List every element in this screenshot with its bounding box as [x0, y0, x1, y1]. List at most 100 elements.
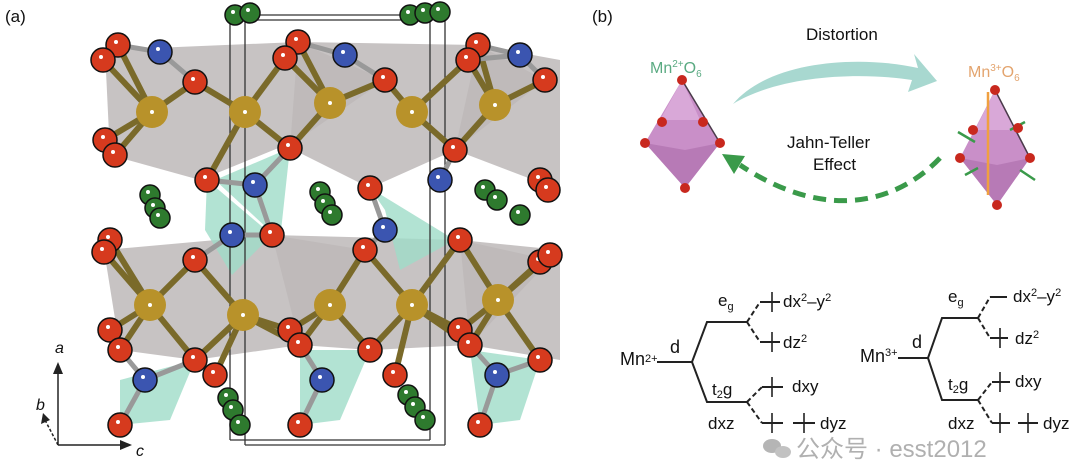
panel-b-label: (b) — [592, 7, 613, 26]
o-atom — [442, 137, 468, 163]
mn3-octahedron — [955, 85, 1036, 210]
atom-highlight — [203, 175, 207, 179]
atom-highlight — [481, 185, 485, 189]
o-atom — [698, 117, 708, 127]
o-atom — [90, 47, 116, 73]
o-atom — [194, 167, 220, 193]
o-atom — [657, 117, 667, 127]
atom-highlight — [464, 55, 468, 59]
atom-highlight — [381, 225, 385, 229]
dxy-label: dxy — [792, 377, 819, 396]
atom-highlight — [106, 325, 110, 329]
atom-highlight — [111, 150, 115, 154]
atom-highlight — [341, 50, 345, 54]
eg-label: eg — [948, 287, 964, 309]
dyz-label: dyz — [1043, 414, 1069, 433]
atom-highlight — [296, 340, 300, 344]
blue-atom — [484, 362, 510, 388]
o-atom — [357, 337, 383, 363]
ion-label: Mn2+ — [620, 349, 658, 369]
o-atom — [640, 138, 650, 148]
dz2-label: dz2 — [1015, 329, 1039, 348]
atom-highlight — [328, 303, 332, 307]
atom-highlight — [150, 110, 154, 114]
atom-highlight — [286, 325, 290, 329]
atom-highlight — [421, 415, 425, 419]
atom-highlight — [410, 110, 414, 114]
green-atom — [414, 409, 436, 431]
atom-highlight — [361, 245, 365, 249]
spin-arrows — [771, 292, 805, 433]
watermark: 公众号 · esst2012 — [763, 436, 987, 460]
watermark-text: 公众号 · esst2012 — [796, 436, 987, 460]
green-atom — [486, 189, 508, 211]
blue-atom — [132, 367, 158, 393]
atom-highlight — [516, 210, 520, 214]
blue-atom — [427, 167, 453, 193]
atom-highlight — [496, 298, 500, 302]
o-atom — [202, 362, 228, 388]
atom-highlight — [151, 203, 155, 207]
o-atom — [1013, 123, 1023, 133]
effect-label: Effect — [813, 155, 856, 174]
blue-atom — [147, 39, 173, 65]
atom-highlight — [191, 77, 195, 81]
atom-highlight — [156, 47, 160, 51]
atom-highlight — [268, 230, 272, 234]
atom-highlight — [411, 402, 415, 406]
atom-highlight — [141, 375, 145, 379]
atom-highlight — [146, 190, 150, 194]
green-atom — [429, 1, 451, 23]
t2g-label: t2g — [712, 380, 732, 401]
atom-highlight — [224, 393, 228, 397]
atom-highlight — [191, 355, 195, 359]
atom-highlight — [114, 40, 118, 44]
mn2-o6-label: Mn2+O6 — [650, 59, 702, 80]
atom-highlight — [404, 390, 408, 394]
tetrahedron — [370, 188, 455, 270]
atom-highlight — [251, 180, 255, 184]
o-atom — [677, 75, 687, 85]
o-atom — [382, 362, 408, 388]
atom-highlight — [466, 340, 470, 344]
o-atom — [467, 412, 493, 438]
atom-highlight — [536, 355, 540, 359]
wechat-icon — [763, 439, 791, 458]
o-atom — [455, 47, 481, 73]
atom-highlight — [544, 185, 548, 189]
mn3-o6-label: Mn3+O6 — [968, 63, 1020, 84]
a-axis-label: a — [55, 340, 64, 357]
distortion-label: Distortion — [806, 25, 878, 44]
atom-highlight — [410, 303, 414, 307]
atom-highlight — [541, 75, 545, 79]
blue-atom — [372, 217, 398, 243]
energy-diagram-mn2: Mn2+ d eg t2g dx2–y2 dz2 dxy dxz dyz — [620, 291, 846, 433]
atom-highlight — [456, 235, 460, 239]
atom-highlight — [243, 110, 247, 114]
energy-diagram-mn3: Mn3+ d eg t2g dx2–y2 dz2 dxy dxz dyz — [860, 287, 1069, 433]
dx2y2-label: dx2–y2 — [1013, 287, 1061, 306]
o-atom — [102, 142, 128, 168]
o-atom — [107, 337, 133, 363]
jahn-teller-arrow — [738, 156, 942, 204]
b-axis-arrow — [44, 419, 59, 446]
atom-highlight — [156, 213, 160, 217]
atom-highlight — [456, 325, 460, 329]
atom-highlight — [241, 313, 245, 317]
atom-highlight — [493, 195, 497, 199]
atom-highlight — [116, 345, 120, 349]
o-atom — [968, 125, 978, 135]
atom-highlight — [318, 375, 322, 379]
o-atom — [97, 317, 123, 343]
blue-atom — [332, 42, 358, 68]
atom-highlight — [366, 183, 370, 187]
atom-highlight — [116, 420, 120, 424]
o-atom — [182, 69, 208, 95]
atom-highlight — [316, 187, 320, 191]
o-atom — [272, 45, 298, 71]
o-atom — [182, 247, 208, 273]
atom-highlight — [516, 50, 520, 54]
blue-atom — [219, 222, 245, 248]
blue-atom — [242, 172, 268, 198]
